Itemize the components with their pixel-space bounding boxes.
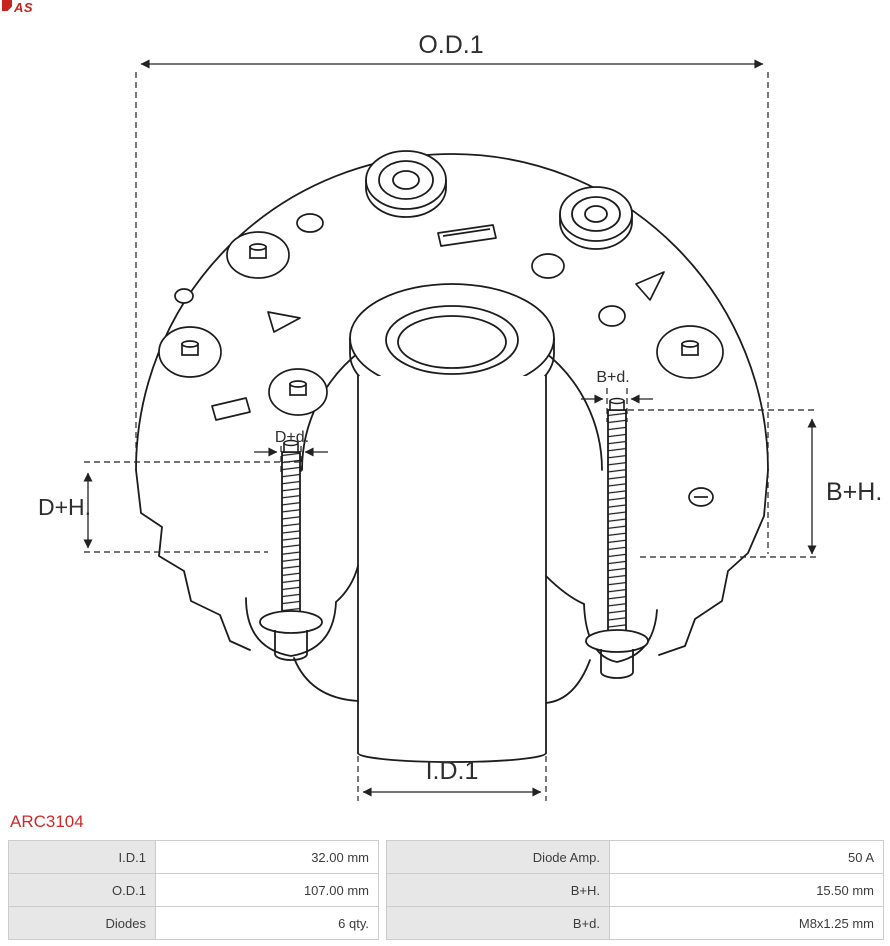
spec-value-cell: 107.00 mm	[156, 874, 379, 907]
dim-bh-label: B+H.	[826, 478, 882, 506]
b-plus-stud-right	[585, 397, 649, 679]
spec-value-cell: 6 qty.	[156, 907, 379, 940]
brand-logo-mark-icon	[2, 0, 12, 11]
spec-value-cell: 15.50 mm	[610, 874, 884, 907]
dimension-extension-lines	[84, 72, 818, 801]
part-number: ARC3104	[10, 812, 84, 831]
spec-label-cell: B+d.	[387, 907, 610, 940]
stamped-slots	[211, 224, 665, 421]
brand-logo-text: AS	[14, 0, 34, 15]
screw-pads	[158, 213, 724, 507]
spec-label-cell: B+H.	[387, 874, 610, 907]
spec-value-cell: 32.00 mm	[156, 841, 379, 874]
spec-label-cell: Diode Amp.	[387, 841, 610, 874]
spec-label-cell: I.D.1	[9, 841, 156, 874]
spec-value-cell: M8x1.25 mm	[610, 907, 884, 940]
dimension-labels: O.D.1 I.D.1 D+H. B+H. B+d. D+d.	[38, 31, 882, 785]
dim-bd-label: B+d.	[596, 369, 629, 386]
dim-dd-label: D+d.	[275, 429, 309, 446]
b-plus-stud-left	[259, 439, 323, 661]
centre-tube	[357, 374, 547, 763]
dim-od1-label: O.D.1	[418, 31, 483, 59]
terminal-posts	[365, 150, 633, 250]
rectifier-technical-drawing: O.D.1 I.D.1 D+H. B+H. B+d. D+d.	[38, 31, 882, 801]
spec-label-cell: Diodes	[9, 907, 156, 940]
brand-logo: AS	[2, 0, 33, 16]
rectifier-body-outline	[135, 153, 769, 704]
dim-dh-label: D+H.	[38, 494, 91, 520]
spec-table-left: I.D.1 32.00 mm O.D.1 107.00 mm Diodes 6 …	[8, 840, 379, 940]
spec-value-cell: 50 A	[610, 841, 884, 874]
dimension-arrow-lines	[83, 59, 817, 797]
spec-label-cell: O.D.1	[9, 874, 156, 907]
spec-table: I.D.1 32.00 mm O.D.1 107.00 mm Diodes 6 …	[8, 840, 884, 940]
dim-id1-label: I.D.1	[426, 757, 479, 785]
spec-table-right: Diode Amp. 50 A B+H. 15.50 mm B+d. M8x1.…	[386, 840, 884, 940]
